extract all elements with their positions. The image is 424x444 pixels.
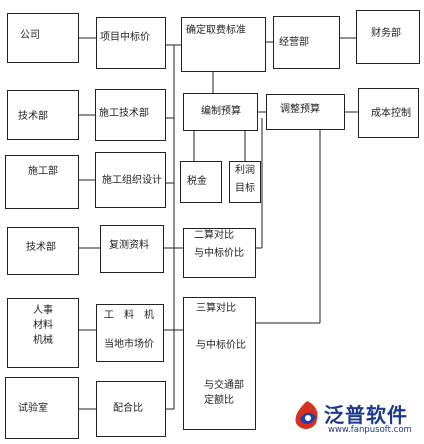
node-xiangmu-zhongbiaojia-label: 项目中标价: [100, 32, 150, 43]
fanpu-logo-url: www.fanpusoft.com: [328, 425, 412, 435]
fanpu-logo: 泛普软件 www.fanpusoft.com: [292, 394, 420, 442]
node-renshi: 人事 材料 机械: [7, 298, 79, 368]
node-queding-qufei-biaozhun: 确定取费标准: [181, 17, 266, 72]
node-tiaozheng-yusuan: 调整预算: [266, 94, 345, 130]
node-jishubu-1-label: 技术部: [18, 111, 48, 122]
node-jishubu-2-label: 技术部: [26, 242, 56, 253]
node-renshi-line3: 机械: [33, 335, 53, 346]
node-gongliaoji-line2: 当地市场价: [104, 339, 154, 350]
node-renshi-line1: 人事: [33, 305, 53, 316]
node-sansuan-duibi-line3: 与交通部: [204, 380, 244, 391]
node-shigong-jishubu: 施工技术部: [95, 89, 166, 141]
node-lirun-mubiao-line1: 利润: [235, 165, 255, 176]
node-jingyingbu: 经营部: [273, 16, 340, 69]
node-shigongbu: 施工部: [5, 155, 79, 209]
node-sansuan-duibi-line2: 与中标价比: [196, 340, 246, 351]
node-bianzhi-yusuan-label: 编制预算: [201, 106, 241, 117]
node-shigong-zuzhi-sheji: 施工组织设计: [95, 152, 166, 208]
node-shuijin: 税金: [180, 161, 222, 203]
node-sansuan-duibi-line1: 三算对比: [196, 303, 236, 314]
node-renshi-line2: 材料: [33, 320, 53, 331]
node-chengben-kongzhi-label: 成本控制: [371, 108, 411, 119]
fanpu-logo-brand: 泛普软件: [324, 403, 408, 427]
node-jingyingbu-label: 经营部: [279, 37, 309, 48]
node-gongsi: 公司: [7, 13, 79, 63]
node-gongsi-label: 公司: [20, 30, 40, 41]
node-shiyanshi: 试验室: [5, 377, 79, 439]
node-lirun-mubiao: 利润 目标: [229, 161, 261, 203]
fanpu-logo-icon: [295, 401, 318, 429]
node-fuce-ziliao: 复测资料: [100, 225, 164, 273]
node-peihebi-label: 配合比: [113, 403, 143, 414]
node-fuce-ziliao-label: 复测资料: [109, 240, 149, 251]
node-shigong-jishubu-label: 施工技术部: [99, 108, 149, 119]
node-sansuan-duibi: 三算对比 与中标价比 与交通部 定额比: [183, 297, 256, 430]
node-chengben-kongzhi: 成本控制: [358, 88, 419, 138]
node-shigongbu-label: 施工部: [28, 166, 58, 177]
node-queding-qufei-biaozhun-label: 确定取费标准: [186, 25, 246, 36]
node-caiwubu: 财务部: [356, 10, 420, 64]
node-ersuan-duibi-line1: 二算对比: [194, 230, 234, 241]
node-sansuan-duibi-line4: 定额比: [204, 395, 234, 406]
node-shuijin-label: 税金: [187, 176, 207, 187]
node-ersuan-duibi: 二算对比 与中标价比: [183, 228, 256, 278]
node-lirun-mubiao-line2: 目标: [235, 183, 255, 194]
node-shiyanshi-label: 试验室: [18, 403, 48, 414]
node-xiangmu-zhongbiaojia: 项目中标价: [96, 17, 166, 69]
node-peihebi: 配合比: [96, 381, 166, 437]
node-shigong-zuzhi-sheji-label: 施工组织设计: [102, 175, 162, 186]
node-tiaozheng-yusuan-label: 调整预算: [280, 104, 320, 115]
node-jishubu-2: 技术部: [7, 227, 79, 275]
node-caiwubu-label: 财务部: [371, 28, 401, 39]
node-gongliaoji: 工 料 机 当地市场价: [96, 304, 164, 362]
node-ersuan-duibi-line2: 与中标价比: [194, 248, 244, 259]
node-jishubu-1: 技术部: [7, 90, 79, 140]
node-bianzhi-yusuan: 编制预算: [183, 93, 258, 131]
node-gongliaoji-line1: 工 料 机: [104, 310, 154, 321]
